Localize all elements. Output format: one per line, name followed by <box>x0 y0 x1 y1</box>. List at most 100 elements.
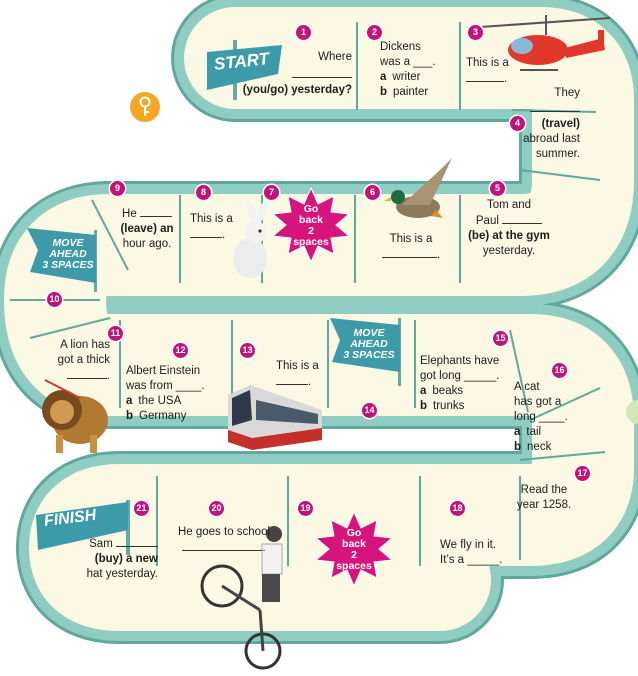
answer-blank <box>502 213 543 224</box>
question-line: He goes to school <box>177 526 271 538</box>
spaces-word: spaces <box>336 560 372 572</box>
move-ahead-flag-left <box>27 228 97 292</box>
answer-blank <box>530 101 580 112</box>
question-line: Sam <box>89 538 113 550</box>
square-5-text: Tom and Paul (be) at the gym yesterday. <box>466 198 552 259</box>
option-text: neck <box>527 441 552 453</box>
option-letter: b <box>380 86 388 98</box>
option-letter: b <box>514 441 522 453</box>
answer-blank <box>381 247 437 258</box>
spaces-word: 3 SPACES <box>343 349 395 361</box>
square-4-number: 4 <box>510 116 525 131</box>
option-text: painter <box>393 86 429 98</box>
answer-blank <box>292 65 352 78</box>
option-text: tail <box>526 426 542 438</box>
answer-blank <box>116 536 158 547</box>
option-text: trunks <box>433 400 465 412</box>
helicopter-picture <box>479 15 611 71</box>
square-9-text: He (leave) an hour ago. <box>113 206 181 252</box>
answer-blank <box>466 71 504 82</box>
question-line: Where <box>318 51 352 63</box>
question-line: This is a <box>389 233 433 245</box>
option-text: Germany <box>139 410 187 422</box>
decorative-circle <box>626 400 638 424</box>
square-20-text: He goes to school . <box>162 525 286 556</box>
question-line: has got a <box>514 396 562 408</box>
question-line: year 1258. <box>516 499 572 511</box>
square-8-text: This is a . <box>190 212 260 243</box>
back-word: back <box>342 538 366 550</box>
rabbit-picture <box>233 200 268 278</box>
square-5-number: 5 <box>490 181 505 196</box>
question-line: (travel) <box>541 118 580 130</box>
square-4-text: They (travel) abroad last summer. <box>500 86 580 162</box>
square-11-number: 11 <box>108 326 123 341</box>
square-6-number: 6 <box>365 185 380 200</box>
answer-blank <box>190 227 222 238</box>
question-line: got long _____. <box>420 370 500 382</box>
option-letter: a <box>380 71 387 83</box>
go-word: Go <box>346 527 362 539</box>
tram-picture <box>228 385 322 450</box>
question-line: summer. <box>535 148 580 160</box>
square-12-number: 12 <box>173 343 188 358</box>
square-8-number: 8 <box>196 185 211 200</box>
spaces-word: 3 SPACES <box>42 259 94 271</box>
boy-on-bike-picture <box>200 526 283 670</box>
option-text: the USA <box>138 395 182 407</box>
option-text: beaks <box>432 385 464 397</box>
square-18-text: We fly in it. It’s a _____. <box>440 538 520 568</box>
option-a: a the USA <box>126 394 228 409</box>
question-line: hat yesterday. <box>86 568 158 580</box>
question-line: Paul <box>475 215 499 227</box>
square-21-number: 21 <box>134 501 149 516</box>
question-line: Albert Einstein <box>126 365 201 377</box>
question-line: (buy) a new <box>94 553 158 565</box>
lion-picture <box>42 379 108 453</box>
back-word: back <box>299 214 323 226</box>
square-17-text: Read the year 1258. <box>514 483 574 513</box>
question-line: It’s a _____. <box>440 554 503 566</box>
key-icon <box>130 92 160 122</box>
question-line: This is a <box>190 213 233 225</box>
question-line: This is a <box>466 57 509 69</box>
option-letter: a <box>514 426 521 438</box>
square-13-text: This is a . <box>276 359 328 390</box>
option-letter: a <box>126 395 133 407</box>
question-line: We fly in it. <box>440 539 497 551</box>
finish-flag <box>36 500 130 555</box>
answer-blank <box>182 540 263 551</box>
question-line: Tom and <box>486 199 532 211</box>
question-line: long ____. <box>514 411 568 423</box>
square-6-text: This is a . <box>366 232 456 263</box>
square-19-number: 19 <box>298 501 313 516</box>
square-18-number: 18 <box>450 501 465 516</box>
question-line: yesterday. <box>482 245 536 257</box>
question-line: He <box>122 208 137 220</box>
option-letter: a <box>420 385 427 397</box>
ahead-word: AHEAD <box>350 338 388 350</box>
square-20-number: 20 <box>209 501 224 516</box>
square-3-number: 3 <box>468 25 483 40</box>
square-11-text: A lion has got a thick . <box>38 338 110 384</box>
question-line: abroad last <box>523 133 580 145</box>
square-16-number: 16 <box>552 363 567 378</box>
option-text: writer <box>392 71 421 83</box>
question-line: This is a <box>276 360 319 372</box>
square-1-text: Where (you/go) yesterday? <box>230 50 352 98</box>
answer-blank <box>139 206 172 217</box>
move-ahead-flag-middle <box>330 318 401 386</box>
square-14-number: 14 <box>362 403 377 418</box>
square-13-number: 13 <box>240 343 255 358</box>
move-ahead-label-middle: MOVE AHEAD 3 SPACES <box>338 328 400 361</box>
question-line: got a thick <box>57 354 110 366</box>
question-line: Dickens <box>380 41 421 53</box>
start-flag <box>207 40 282 100</box>
